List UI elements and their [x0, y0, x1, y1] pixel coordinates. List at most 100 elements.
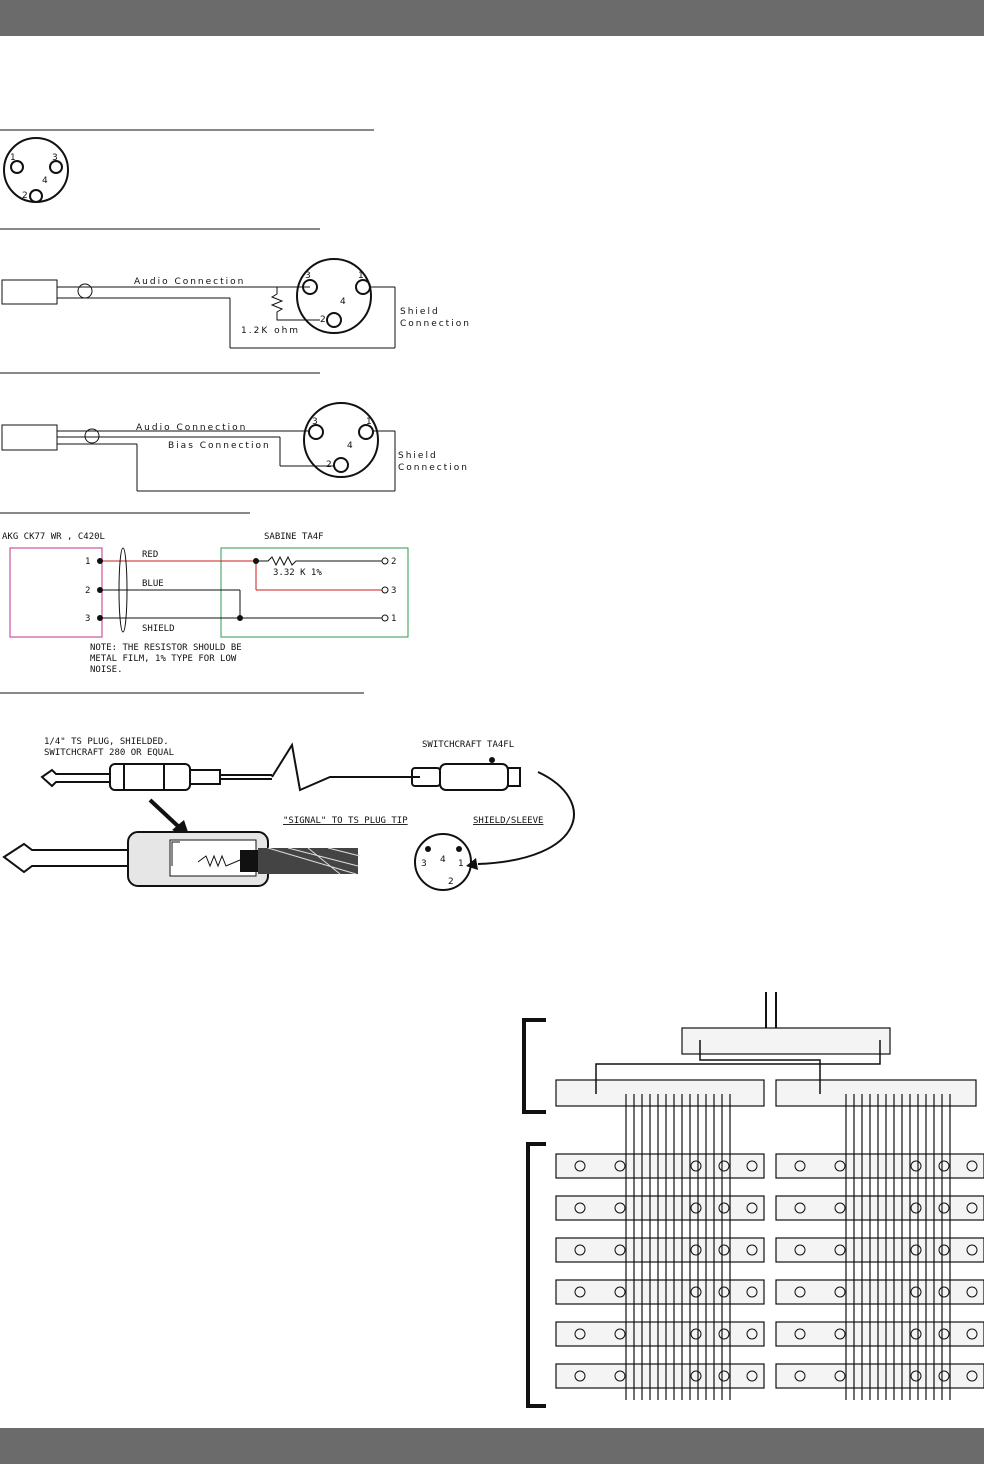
- rack-unit: [555, 1321, 765, 1347]
- jack: [614, 1244, 626, 1256]
- jack: [614, 1286, 626, 1298]
- jack: [794, 1370, 806, 1382]
- bias-connection-label: Bias Connection: [168, 441, 271, 451]
- resistor-label: 1.2K ohm: [241, 326, 300, 336]
- jack: [834, 1370, 846, 1382]
- jack: [718, 1244, 730, 1256]
- pin-label: 1: [366, 417, 372, 427]
- jack: [690, 1286, 702, 1298]
- jack: [910, 1286, 922, 1298]
- jack: [794, 1286, 806, 1298]
- jack: [966, 1328, 978, 1340]
- resistor-label: 3.32 K 1%: [273, 568, 322, 578]
- shield-sleeve-label: SHIELD/SLEEVE: [473, 816, 543, 826]
- pin-label: 1: [85, 557, 90, 567]
- pin-label: 3: [391, 586, 396, 596]
- connector-face: [414, 833, 472, 891]
- jack: [746, 1244, 758, 1256]
- right-title: SABINE TA4F: [264, 532, 324, 542]
- pin-label: 2: [85, 586, 90, 596]
- pin-label: 2: [326, 460, 332, 470]
- pin-label: 1: [358, 271, 364, 281]
- pin-label: 4: [440, 855, 446, 865]
- jack: [574, 1370, 586, 1382]
- jack: [614, 1202, 626, 1214]
- jack: [966, 1202, 978, 1214]
- connector-face: [3, 137, 69, 203]
- note-line: NOTE: THE RESISTOR SHOULD BE: [90, 643, 242, 653]
- plug-label: 1/4" TS PLUG, SHIELDED.: [44, 737, 169, 747]
- rack-unit: [555, 1079, 765, 1107]
- pin-hole: [29, 189, 43, 203]
- jack: [746, 1286, 758, 1298]
- jack: [614, 1370, 626, 1382]
- cable: [699, 1040, 821, 1094]
- audio-connection-label: Audio Connection: [134, 277, 245, 287]
- jack: [910, 1328, 922, 1340]
- connector-face: [303, 402, 379, 478]
- rack-unit: [555, 1279, 765, 1305]
- note-line: METAL FILM, 1% TYPE FOR LOW: [90, 654, 237, 664]
- rack-unit: [775, 1321, 984, 1347]
- pin-label: 1: [391, 614, 396, 624]
- rack-unit: [555, 1153, 765, 1179]
- jack: [794, 1160, 806, 1172]
- pinout-diagram: 1 3 4 2: [0, 129, 374, 203]
- jack: [834, 1202, 846, 1214]
- pin-label: 1: [458, 859, 464, 869]
- jack: [690, 1328, 702, 1340]
- top-gray-band: [0, 0, 984, 36]
- pin-label: 1: [10, 153, 16, 163]
- jack: [614, 1160, 626, 1172]
- three-wire-diagram: 3 1 4 2 Audio Connection Bias Connection…: [0, 372, 469, 492]
- jack: [834, 1286, 846, 1298]
- jack: [938, 1202, 950, 1214]
- pin-label: 3: [421, 859, 427, 869]
- jack: [574, 1286, 586, 1298]
- shield-sleeve: [118, 547, 128, 633]
- jack: [938, 1286, 950, 1298]
- jack: [690, 1244, 702, 1256]
- shield-wire-label: SHIELD: [142, 624, 175, 634]
- jack: [910, 1202, 922, 1214]
- jack: [794, 1202, 806, 1214]
- rack-unit: [775, 1079, 977, 1107]
- bracket: [526, 1142, 546, 1408]
- jack: [794, 1244, 806, 1256]
- jack: [614, 1328, 626, 1340]
- pin-label: 3: [312, 417, 318, 427]
- jack: [834, 1160, 846, 1172]
- jack: [938, 1328, 950, 1340]
- pin-label: 2: [320, 315, 326, 325]
- shield-label: Shield: [398, 451, 438, 461]
- jack: [718, 1202, 730, 1214]
- shield-label: Connection: [398, 463, 469, 473]
- jack: [718, 1286, 730, 1298]
- jack: [966, 1244, 978, 1256]
- jack: [746, 1370, 758, 1382]
- pin-label: 3: [305, 271, 311, 281]
- blue-wire-label: BLUE: [142, 579, 164, 589]
- jack: [834, 1244, 846, 1256]
- jack: [718, 1370, 730, 1382]
- jack: [910, 1160, 922, 1172]
- jack: [690, 1370, 702, 1382]
- rack-unit: [555, 1195, 765, 1221]
- mic-body: [1, 424, 58, 451]
- jack: [938, 1370, 950, 1382]
- rack-unit: [775, 1279, 984, 1305]
- ts-plug: [40, 763, 272, 791]
- bottom-gray-band: [0, 1428, 984, 1464]
- jack: [966, 1286, 978, 1298]
- rack-unit: [681, 1027, 891, 1055]
- jack: [574, 1328, 586, 1340]
- jack: [746, 1160, 758, 1172]
- ts-plug-diagram: 1/4" TS PLUG, SHIELDED. SWITCHCRAFT 280 …: [0, 692, 575, 891]
- pin-label: 3: [85, 614, 90, 624]
- ta4f-connector-box: [220, 547, 409, 638]
- pin-hole: [49, 160, 63, 174]
- jack: [746, 1202, 758, 1214]
- cable: [595, 1040, 881, 1094]
- pin-label: 4: [340, 297, 346, 307]
- rack-wiring-illustration: [522, 992, 984, 1408]
